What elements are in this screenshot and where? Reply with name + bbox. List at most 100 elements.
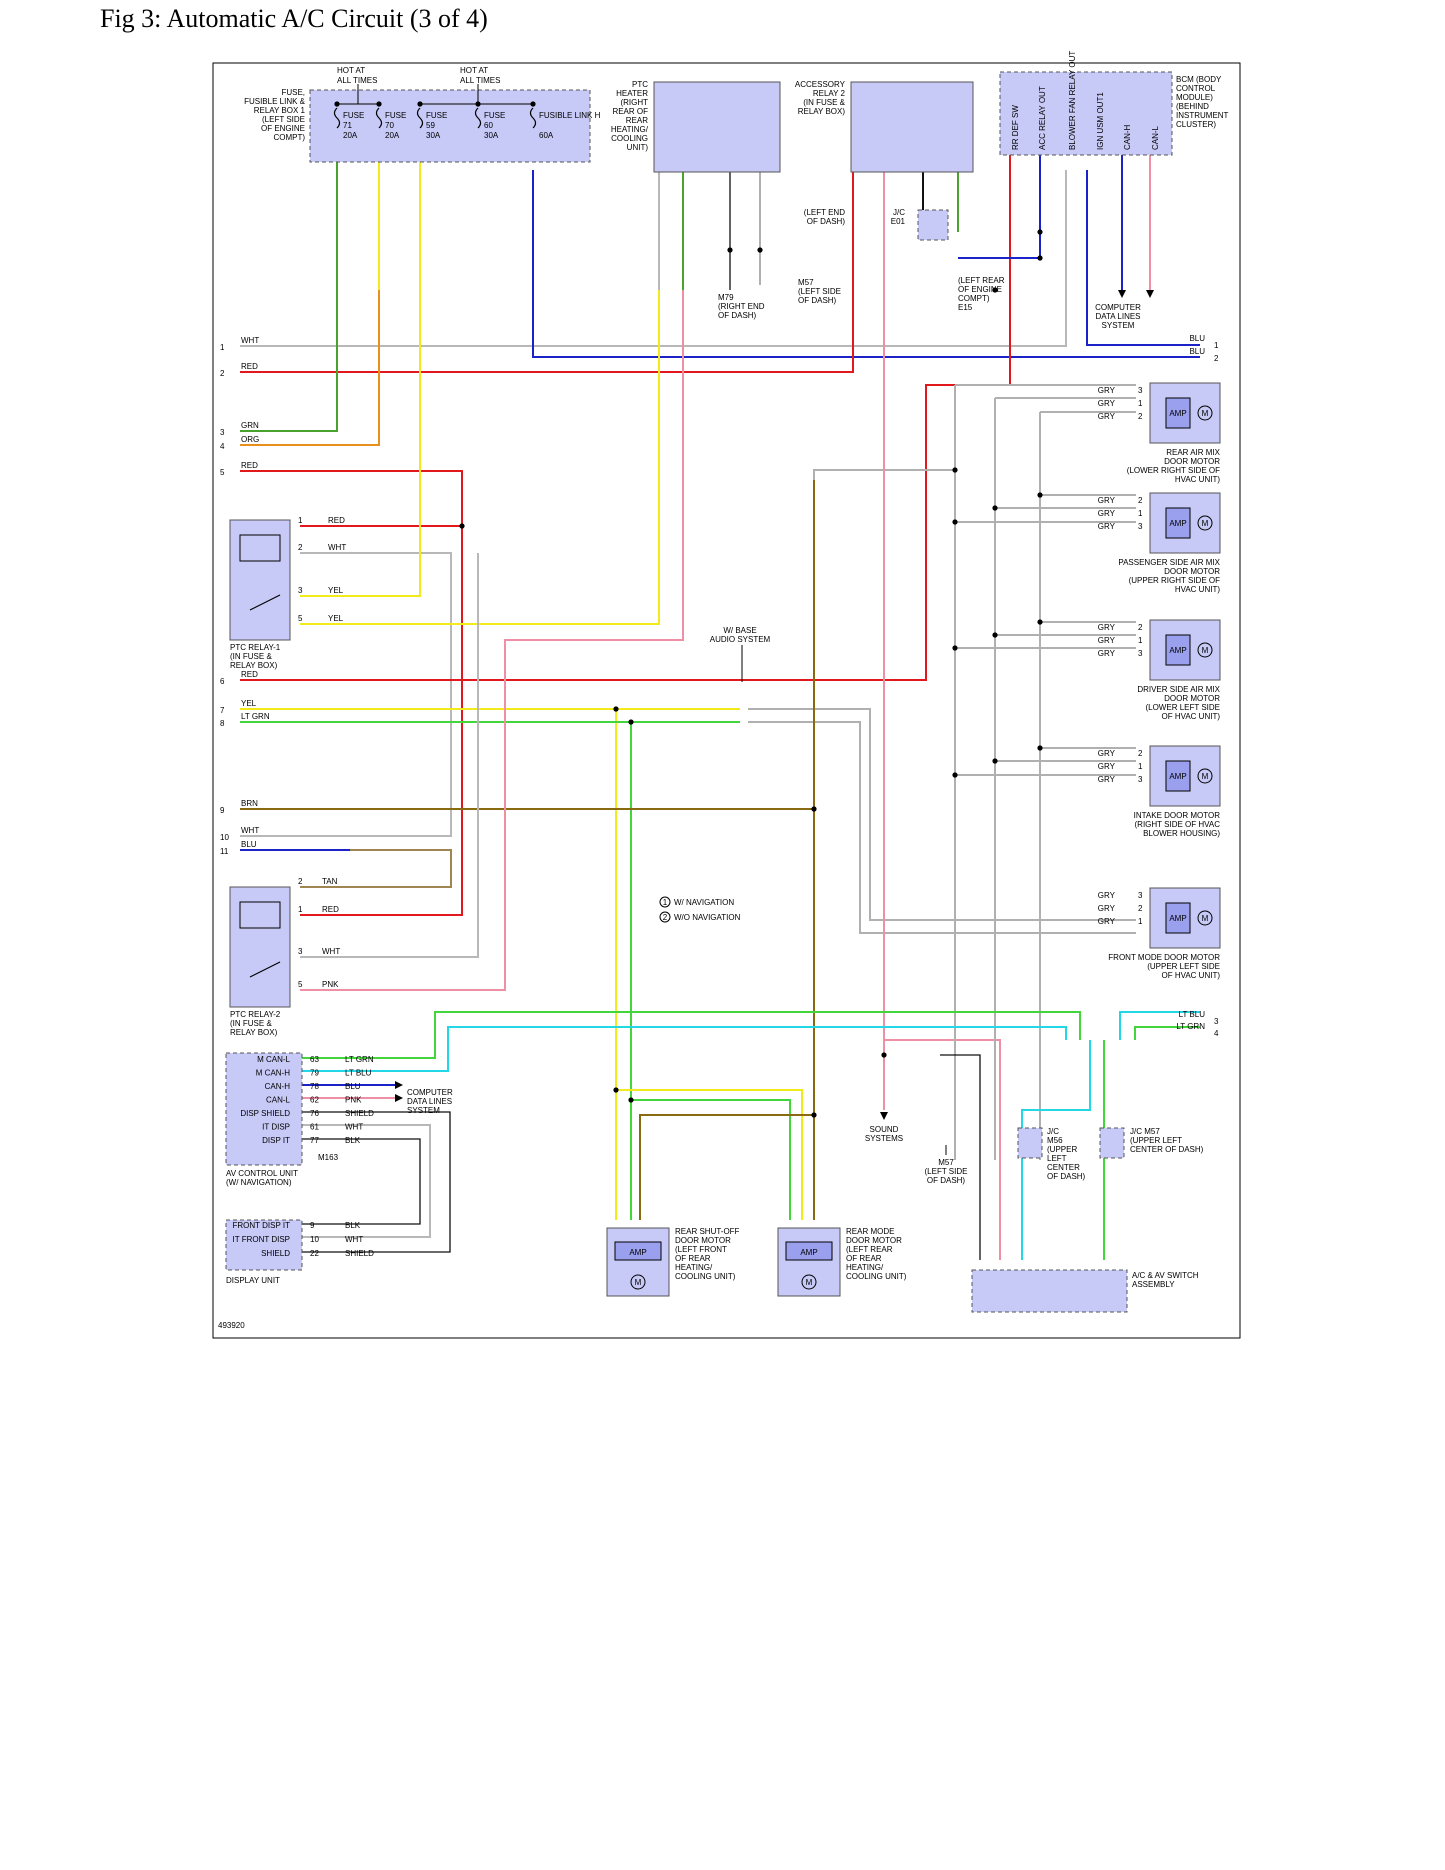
bcm-pin-label: IGN USM OUT1 (1096, 92, 1105, 150)
display-pin-number: 9 (310, 1221, 315, 1230)
wire-blu-fusible-link (532, 170, 1200, 358)
bcm-label: CONTROL (1176, 84, 1216, 93)
motor-letter: M (1202, 772, 1209, 781)
av-pin-color: BLU (345, 1082, 361, 1091)
av-pin-number: 62 (310, 1096, 319, 1105)
fuse-symbol (416, 107, 424, 129)
wire-line9-brn (240, 480, 815, 810)
diagram-frame (212, 62, 1241, 1339)
motor-letter: M (1202, 646, 1209, 655)
fuse-box-label: FUSIBLE LINK & (244, 97, 306, 106)
m57-top-label: (LEFT SIDE (798, 287, 841, 296)
rear-mode-motor-label: DOOR MOTOR (846, 1236, 902, 1245)
right-line-number: 4 (1214, 1029, 1219, 1038)
av-pin-name: CAN-H (265, 1082, 291, 1091)
jc-m57-label: CENTER OF DASH) (1130, 1145, 1204, 1154)
display-pin-name: FRONT DISP IT (233, 1221, 291, 1230)
splice-dot (727, 247, 733, 253)
wire-yel-rear-mode (616, 1089, 803, 1220)
m79-label: (RIGHT END (718, 302, 765, 311)
arrow-av-canh (395, 1081, 403, 1089)
splice-dot (1037, 745, 1043, 751)
ptc1-pin: 5 (298, 614, 303, 623)
display-pin-color: SHIELD (345, 1249, 374, 1258)
jc-m56-label: J/C (1047, 1127, 1059, 1136)
motor-pin-color: GRY (1098, 749, 1116, 758)
page-title: Fig 3: Automatic A/C Circuit (3 of 4) (100, 4, 488, 33)
display-pin-color: BLK (345, 1221, 361, 1230)
fuse-symbol (333, 107, 341, 129)
base-audio-label: AUDIO SYSTEM (710, 635, 771, 644)
left-line-number: 1 (220, 343, 225, 352)
wire-ptc2-pin5-pnk (300, 290, 684, 991)
rear-shutoff-motor-label: (LEFT FRONT (675, 1245, 727, 1254)
splice-dot (992, 505, 998, 511)
motor-pin-color: GRY (1098, 509, 1116, 518)
jc-m56-label: CENTER (1047, 1163, 1080, 1172)
motor-pin: 1 (1138, 762, 1143, 771)
m79-label: M79 (718, 293, 734, 302)
wire-pnk-ac-switch (884, 1039, 1001, 1260)
fuse-rating: 30A (484, 131, 499, 140)
fuse-number: 71 (343, 121, 352, 130)
fuse-name: FUSE (343, 111, 364, 120)
left-line-color: GRN (241, 421, 259, 430)
left-line-number: 11 (220, 847, 229, 856)
left-line-color: BLU (241, 840, 257, 849)
relay-coil (239, 901, 281, 929)
splice-dot (952, 772, 958, 778)
left-line-color: YEL (241, 699, 257, 708)
wire-ltgrn-right (1134, 1026, 1200, 1040)
motor-letter: M (1202, 519, 1209, 528)
left-line-color: RED (241, 362, 258, 371)
splice-dot (952, 467, 958, 473)
computer-data-label: COMPUTER (1095, 303, 1141, 312)
wire-m-canh (300, 1026, 1067, 1072)
motor-label: (RIGHT SIDE OF HVAC (1135, 820, 1221, 829)
motor-label: (UPPER LEFT SIDE (1147, 962, 1220, 971)
left-end-dash-label: (LEFT END (804, 208, 845, 217)
left-line-color: BRN (241, 799, 258, 808)
amp-label: AMP (1169, 646, 1186, 655)
e15-label: OF ENGINE (958, 285, 1002, 294)
motor-symbol (801, 1274, 817, 1290)
accessory-relay (850, 81, 974, 173)
wire-gry-m127-1 (748, 708, 1136, 921)
amp-block (1165, 634, 1191, 666)
splice-dot (811, 1112, 817, 1118)
e15-label: COMPT) (958, 294, 990, 303)
ptc-relay-1 (229, 519, 291, 641)
motor-letter: M (635, 1278, 642, 1287)
ptc-relay-2 (229, 886, 291, 1008)
ac-av-switch-assembly (971, 1269, 1128, 1313)
left-line-color: RED (241, 461, 258, 470)
splice-dot (628, 1097, 634, 1103)
acc-relay-label: (IN FUSE & (803, 98, 845, 107)
rear-shutoff-motor-label: COOLING UNIT) (675, 1272, 736, 1281)
motor-pin-color: GRY (1098, 636, 1116, 645)
rear-mode-motor-label: REAR MODE (846, 1227, 894, 1236)
ptc1-pin-color: RED (328, 516, 345, 525)
av-computer-data-label: COMPUTER (407, 1088, 453, 1097)
left-line-number: 4 (220, 442, 225, 451)
ac-switch-label: ASSEMBLY (1132, 1280, 1175, 1289)
av-pin-number: 77 (310, 1136, 319, 1145)
rear-mode-motor-label: OF REAR (846, 1254, 882, 1263)
bcm-pin-label: ACC RELAY OUT (1038, 86, 1047, 150)
motor-pin: 3 (1138, 386, 1143, 395)
ptc2-pin-color: TAN (322, 877, 338, 886)
motor-pin-color: GRY (1098, 904, 1116, 913)
sound-systems-label: SOUND (870, 1125, 899, 1134)
jc-m56-label: (UPPER (1047, 1145, 1077, 1154)
ptc1-pin: 2 (298, 543, 303, 552)
motor-label: PASSENGER SIDE AIR MIX (1118, 558, 1220, 567)
motor-pin-color: GRY (1098, 399, 1116, 408)
m57-bottom-label: OF DASH) (927, 1176, 966, 1185)
wire-av-blk (300, 1138, 421, 1225)
fuse-box-label: FUSE, (281, 88, 305, 97)
ptc-heater-label: REAR OF (612, 107, 648, 116)
ptc2-pin: 1 (298, 905, 303, 914)
av-pin-name: DISP SHIELD (240, 1109, 290, 1118)
wire-ptc1-pin2-wht (300, 552, 452, 817)
